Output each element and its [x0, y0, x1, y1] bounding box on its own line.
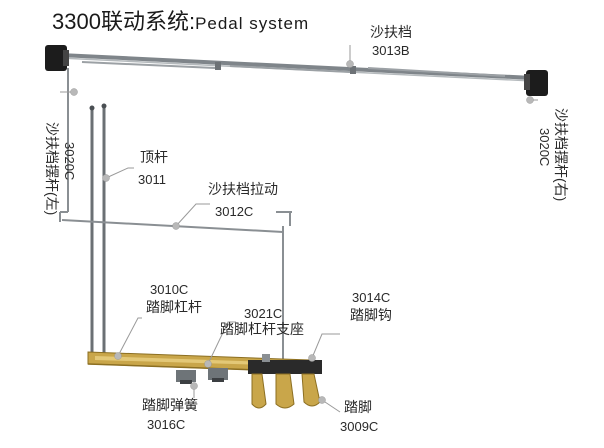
label-pedal: 踏脚 [344, 399, 372, 415]
code-3011: 3011 [138, 172, 166, 187]
label-shafudang: 沙扶档 [370, 24, 412, 40]
code-3020c-right: 3020C [537, 128, 552, 167]
code-3020c-left: 3020C [62, 142, 77, 181]
leader-dots [70, 60, 534, 404]
label-lever-seat: 踏脚杠杆支座 [220, 321, 304, 337]
label-spring: 踏脚弹簧 [142, 397, 198, 413]
right-end-bracket [524, 70, 548, 96]
code-3010c: 3010C [150, 282, 189, 297]
top-rods-3011 [89, 103, 107, 360]
code-3021c: 3021C [244, 306, 283, 321]
code-3016c: 3016C [147, 417, 186, 432]
title-main: 3300联动系统: [52, 9, 196, 34]
code-3014c: 3014C [352, 290, 391, 305]
title-sub: Pedal system [195, 14, 310, 33]
page-title: 3300联动系统:Pedal system [52, 11, 309, 33]
code-3012c: 3012C [215, 204, 254, 219]
pedal-spring-3016c [176, 368, 228, 384]
label-hook: 踏脚钩 [350, 307, 392, 323]
code-3009c: 3009C [340, 419, 379, 434]
code-3013b: 3013B [372, 43, 410, 58]
label-left-arm: 沙扶档摆杆(左) [44, 122, 60, 216]
pedals-3009c [248, 354, 322, 409]
label-right-arm: 沙扶档摆杆(右) [553, 108, 569, 202]
label-lever: 踏脚杠杆 [146, 299, 202, 315]
label-top-rod: 顶杆 [140, 149, 168, 165]
label-pull: 沙扶档拉动 [208, 181, 278, 197]
shafudang-rail-3013b [59, 53, 534, 82]
left-end-bracket [45, 45, 69, 71]
